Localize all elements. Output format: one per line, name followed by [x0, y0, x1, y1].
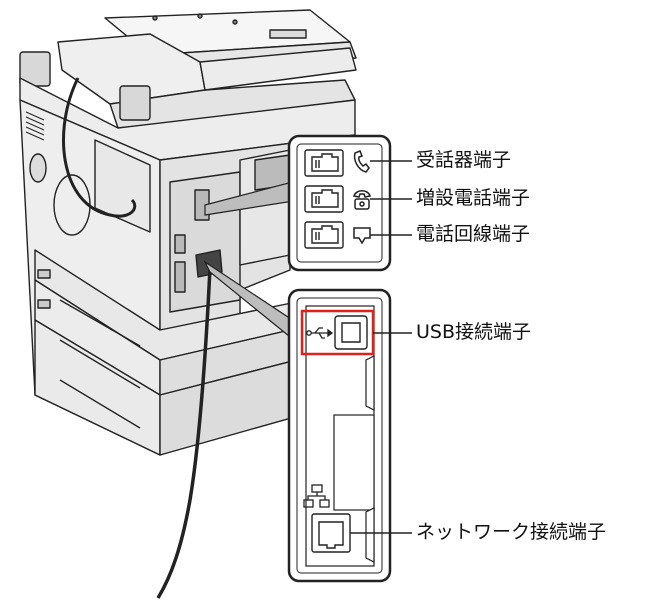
leader-lines — [350, 160, 412, 534]
network-port-connector — [311, 513, 351, 553]
usb-port-label: USB接続端子 — [416, 321, 532, 343]
extension-phone-port-jack — [304, 185, 344, 213]
callout-pointers — [203, 179, 301, 347]
extension-phone-port-label: 増設電話端子 — [416, 187, 531, 209]
phone-ports-callout — [287, 134, 392, 272]
handset-port-jack — [304, 149, 344, 177]
printer-illustration — [19, 9, 357, 599]
phone-line-icon — [353, 227, 371, 245]
network-icon — [303, 484, 330, 508]
handset-port-label: 受話器端子 — [416, 149, 512, 171]
usb-icon — [306, 327, 334, 339]
phone-line-port-label: 電話回線端子 — [416, 223, 531, 245]
usb-network-callout — [287, 288, 392, 583]
telephone-icon — [353, 190, 371, 210]
phone-line-port-jack — [304, 221, 344, 249]
handset-icon — [353, 150, 370, 173]
network-port-label: ネットワーク接続端子 — [416, 521, 607, 543]
usb-port-connector — [334, 315, 368, 350]
